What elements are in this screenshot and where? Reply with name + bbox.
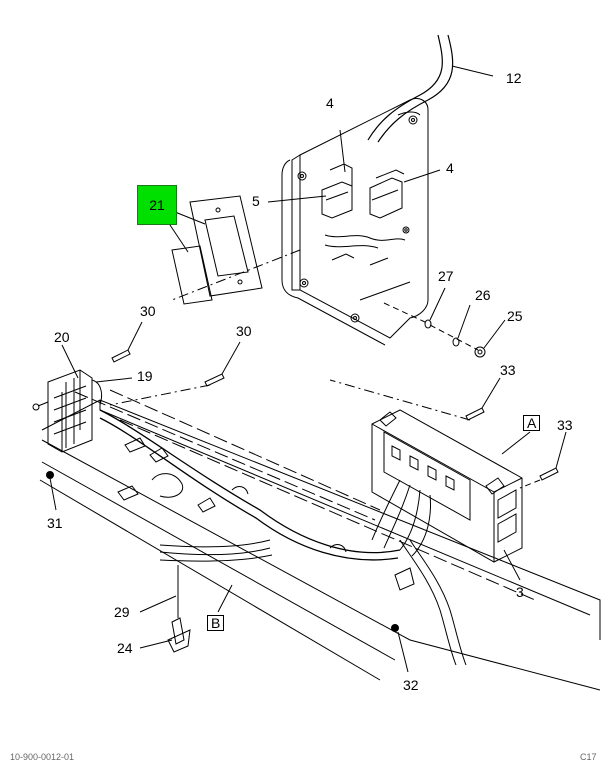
leader-20 <box>61 344 79 379</box>
callout-19: 19 <box>137 368 153 384</box>
leader-32 <box>397 631 409 673</box>
callout-33a: 33 <box>500 362 516 378</box>
screw-30b <box>204 341 241 387</box>
leader-21a <box>174 211 206 225</box>
footer-sheet-code: C17 <box>580 752 597 761</box>
leader-31 <box>49 477 57 511</box>
leader-5 <box>267 195 327 203</box>
module-A-3 <box>371 409 523 563</box>
bezel-21 <box>171 195 263 305</box>
footer-drawing-number: 10-900-0012-01 <box>10 752 75 761</box>
leader-26 <box>457 304 471 339</box>
leader-24 <box>139 639 173 649</box>
callout-27: 27 <box>438 268 454 284</box>
cable-12 <box>367 34 454 143</box>
callout-4a: 4 <box>326 95 334 111</box>
view-label-A: A <box>523 415 541 431</box>
callout-30b: 30 <box>236 323 252 339</box>
callout-26: 26 <box>475 287 491 303</box>
leader-3 <box>503 549 521 581</box>
callout-4b: 4 <box>446 160 454 176</box>
leader-21b <box>167 221 189 253</box>
leader-27 <box>429 287 446 321</box>
callout-5: 5 <box>252 193 260 209</box>
hardware-stack <box>424 319 486 358</box>
leader-4a <box>339 129 346 173</box>
callout-20: 20 <box>54 329 70 345</box>
callout-12: 12 <box>506 70 522 86</box>
view-label-B: B <box>207 615 225 631</box>
callout-33b: 33 <box>557 417 573 433</box>
leader-A <box>501 431 531 455</box>
screw-33b <box>539 431 567 481</box>
relay-panel <box>281 97 429 346</box>
leader-B <box>217 584 233 613</box>
leader-4b <box>403 169 441 183</box>
callout-24: 24 <box>117 640 133 656</box>
wire-harness <box>99 409 467 666</box>
screw-30a <box>111 321 143 363</box>
leader-12 <box>451 65 494 77</box>
callout-21-highlighted[interactable]: 21 <box>137 185 177 225</box>
sensor-24 <box>167 565 191 653</box>
leader-19 <box>95 377 133 383</box>
callout-32: 32 <box>403 677 419 693</box>
leader-29 <box>139 595 177 613</box>
callout-31: 31 <box>47 515 63 531</box>
leader-25 <box>483 319 506 349</box>
bolt-31 <box>46 471 54 479</box>
screw-33a <box>465 377 501 421</box>
callout-30a: 30 <box>140 303 156 319</box>
callout-25: 25 <box>507 308 523 324</box>
bolt-32 <box>391 624 399 632</box>
centerline-bezel <box>171 249 301 301</box>
callout-3: 3 <box>516 584 524 600</box>
connector-block-19-20 <box>32 369 103 453</box>
callout-29: 29 <box>114 604 130 620</box>
centerline-hardware <box>383 302 426 323</box>
